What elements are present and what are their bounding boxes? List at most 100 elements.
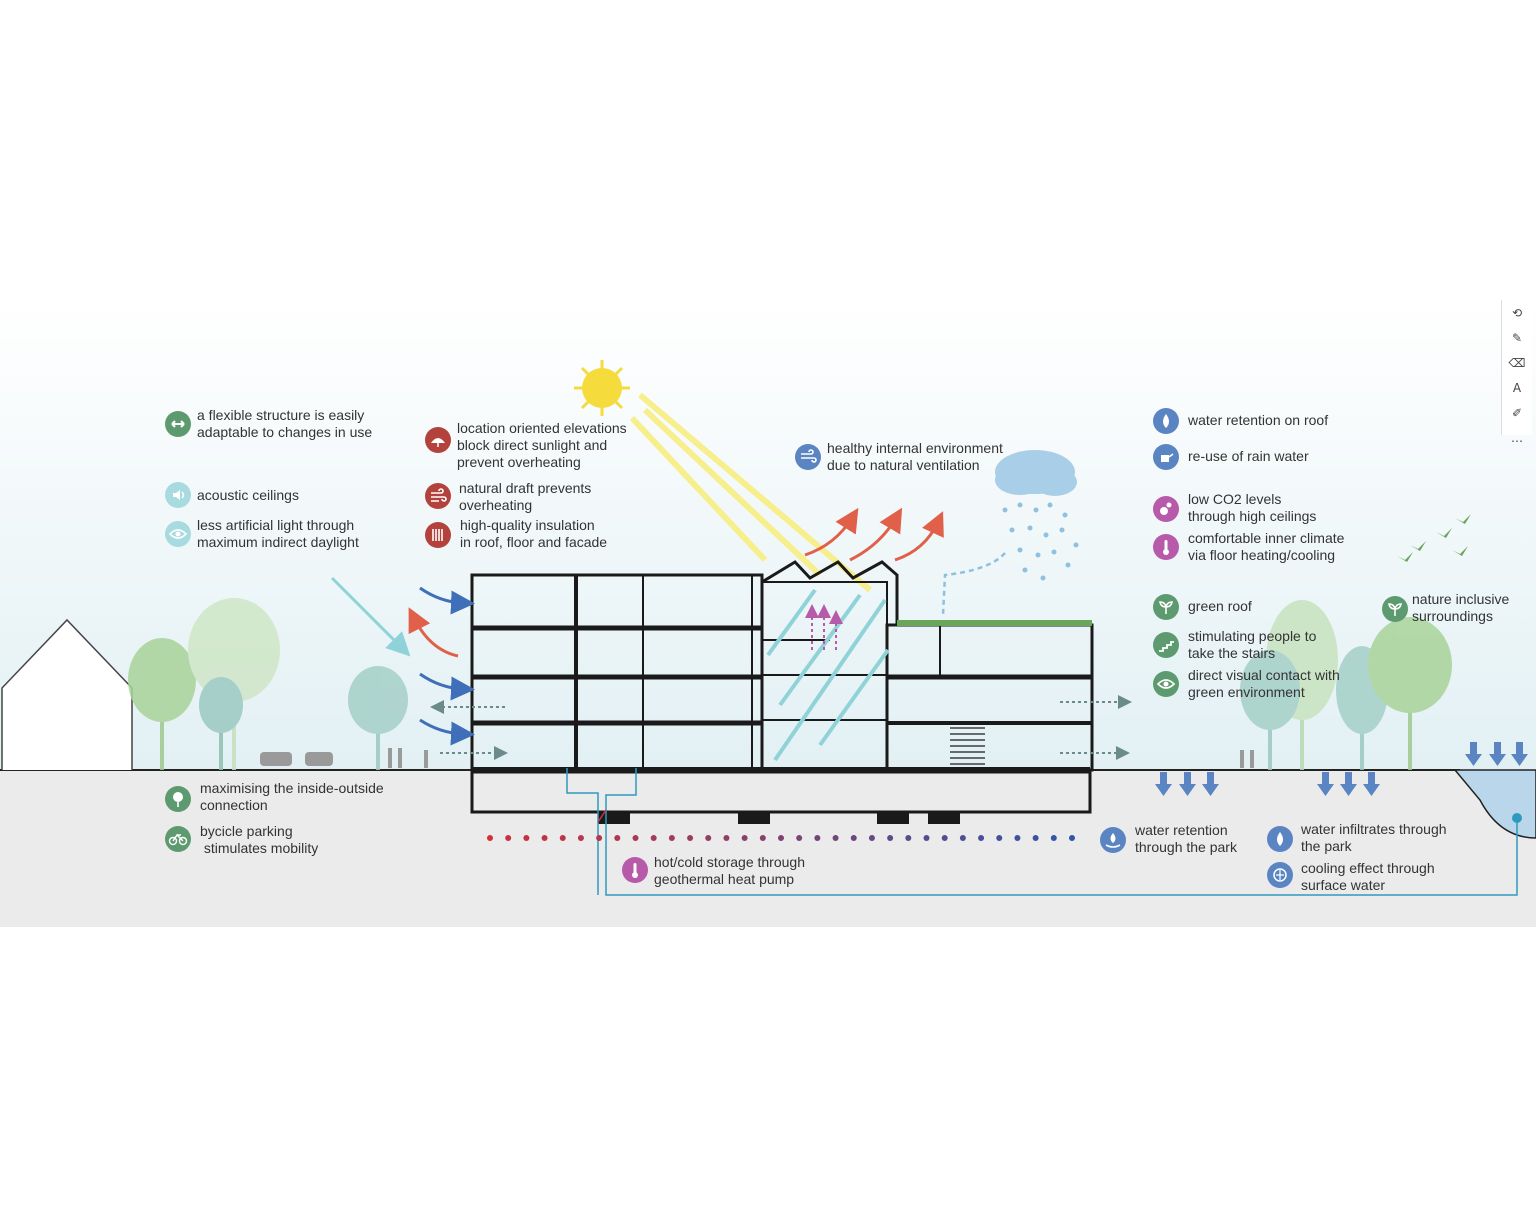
storage-dot bbox=[705, 835, 712, 841]
storage-dot bbox=[1014, 835, 1021, 841]
green-roof-label: green roof bbox=[1188, 598, 1252, 614]
rain-reuse-label: re-use of rain water bbox=[1188, 448, 1309, 464]
hand-water-drop-icon bbox=[1100, 827, 1126, 853]
stairs-icon bbox=[1153, 632, 1179, 658]
sun-shade-icon bbox=[425, 427, 451, 453]
storage-dot bbox=[1032, 835, 1039, 841]
heat-storage-dots bbox=[487, 835, 1075, 841]
storage-dot bbox=[796, 835, 803, 841]
storage-dot bbox=[759, 835, 766, 841]
building-section bbox=[470, 560, 1094, 814]
sun-rays bbox=[629, 392, 872, 593]
storage-dot bbox=[723, 835, 730, 841]
storage-dot bbox=[959, 835, 966, 841]
watering-can-icon bbox=[1153, 444, 1179, 470]
inside-outside-arrows bbox=[430, 695, 1132, 760]
storage-dot bbox=[978, 835, 985, 841]
rain-cloud bbox=[941, 450, 1079, 616]
highlighter-tool-icon[interactable]: ✐ bbox=[1511, 406, 1523, 420]
flexible-structure-icon bbox=[165, 411, 191, 437]
eye-icon bbox=[165, 521, 191, 547]
annotation-toolbar: ⟲ ✎ ⌫ A ✐ … bbox=[1501, 300, 1532, 445]
eye-icon bbox=[1153, 671, 1179, 697]
pond-pipe-end bbox=[1512, 813, 1522, 823]
storage-dot bbox=[596, 835, 603, 841]
storage-dot bbox=[741, 835, 748, 841]
storage-dot bbox=[523, 835, 530, 841]
storage-dot bbox=[632, 835, 639, 841]
bicycle-icon bbox=[165, 826, 191, 852]
storage-dot bbox=[832, 835, 839, 841]
storage-dot bbox=[1069, 835, 1075, 841]
storage-dot bbox=[668, 835, 675, 841]
acoustic-label: acoustic ceilings bbox=[197, 487, 299, 503]
pen-tool-icon[interactable]: ✎ bbox=[1511, 331, 1523, 345]
storage-dot bbox=[814, 835, 821, 841]
thermometer-icon bbox=[622, 857, 648, 883]
green-roof bbox=[897, 620, 1092, 626]
infiltration-arrows bbox=[1155, 742, 1528, 796]
storage-dot bbox=[541, 835, 548, 841]
plant-icon bbox=[1382, 596, 1408, 622]
geothermal-pipes bbox=[566, 768, 1518, 896]
cooling-drop-icon bbox=[1267, 862, 1293, 888]
storage-dot bbox=[1050, 835, 1057, 841]
water-drop-icon bbox=[1153, 408, 1179, 434]
co2-bubbles-icon bbox=[1153, 496, 1179, 522]
ventilation-icon bbox=[795, 444, 821, 470]
eraser-tool-icon[interactable]: ⌫ bbox=[1508, 356, 1526, 370]
water-roof-label: water retention on roof bbox=[1188, 412, 1329, 428]
birds bbox=[1397, 514, 1471, 562]
storage-dot bbox=[887, 835, 894, 841]
bicycle-label: bycicle parking stimulates mobility bbox=[200, 823, 319, 856]
lasso-tool-icon[interactable]: ⟲ bbox=[1511, 306, 1523, 320]
speaker-icon bbox=[165, 482, 191, 508]
street-figures bbox=[260, 748, 1254, 768]
atrium-light-beams bbox=[766, 588, 890, 762]
storage-dot bbox=[778, 835, 784, 841]
trees bbox=[128, 598, 1452, 770]
rising-air bbox=[805, 604, 843, 650]
plant-icon bbox=[1153, 594, 1179, 620]
water-drop-icon bbox=[1267, 826, 1293, 852]
insulation-icon bbox=[425, 522, 451, 548]
storage-dot bbox=[868, 835, 875, 841]
house-outline bbox=[1, 618, 133, 770]
storage-dot bbox=[614, 835, 621, 841]
storage-dot bbox=[505, 835, 512, 841]
storage-dot bbox=[577, 835, 584, 841]
storage-dot bbox=[923, 835, 930, 841]
sun bbox=[574, 360, 630, 416]
storage-dot bbox=[650, 835, 657, 841]
text-tool-icon[interactable]: A bbox=[1512, 381, 1522, 395]
storage-dot bbox=[905, 835, 912, 841]
storage-dot bbox=[687, 835, 694, 841]
thermometer-icon bbox=[1153, 534, 1179, 560]
tree-eye-icon bbox=[165, 786, 191, 812]
storage-dot bbox=[559, 835, 566, 841]
more-tools-icon[interactable]: … bbox=[1511, 431, 1523, 445]
storage-dot bbox=[850, 835, 857, 841]
storage-dot bbox=[996, 835, 1003, 841]
storage-dot bbox=[487, 835, 493, 841]
wind-icon bbox=[425, 483, 451, 509]
storage-dot bbox=[941, 835, 948, 841]
airflow-arrows bbox=[330, 507, 944, 746]
